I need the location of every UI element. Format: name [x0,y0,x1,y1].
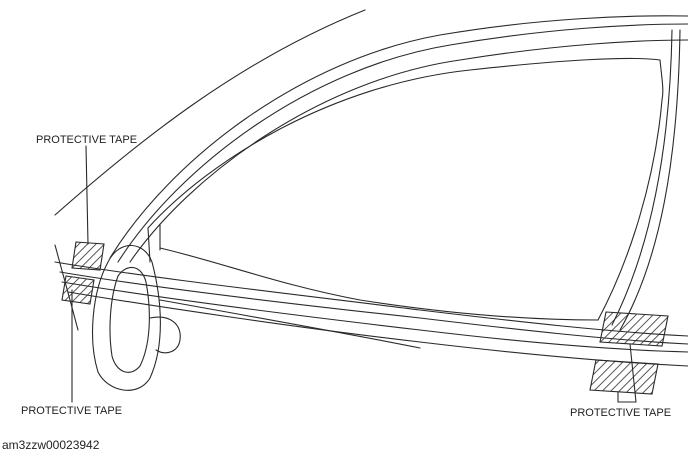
belt-line-5 [159,299,421,349]
frame-outer-line-1 [109,15,688,259]
b-pillar-line-3 [619,29,681,331]
mirror-housing [91,244,161,391]
belt-line-2 [59,271,688,345]
protective-tape-label-bottom-left: PROTECTIVE TAPE [21,405,123,417]
tape-patch-left-lower [61,275,95,305]
mirror-arm [149,316,181,354]
protective-tape-label-top-left: PROTECTIVE TAPE [36,134,138,146]
roof-outer-line [54,9,366,216]
frame-outer-line-3 [129,39,688,263]
figure-code: am3zzw00023942 [2,438,100,452]
tape-patch-right-upper [599,311,669,347]
leader-top-left [85,145,89,245]
glass-bottom-line [159,247,599,321]
frame-inner-line [147,57,664,229]
mirror-glass [109,266,150,373]
frame-outer-line-2 [117,23,688,263]
tape-patch-right-lower [589,359,659,395]
b-pillar-line-2 [611,29,673,326]
tape-patch-top-left [71,241,105,271]
protective-tape-label-bottom-right: PROTECTIVE TAPE [570,407,672,419]
belt-line-1 [54,261,688,337]
b-pillar-line-1 [597,99,663,321]
belt-line-3 [61,281,688,353]
